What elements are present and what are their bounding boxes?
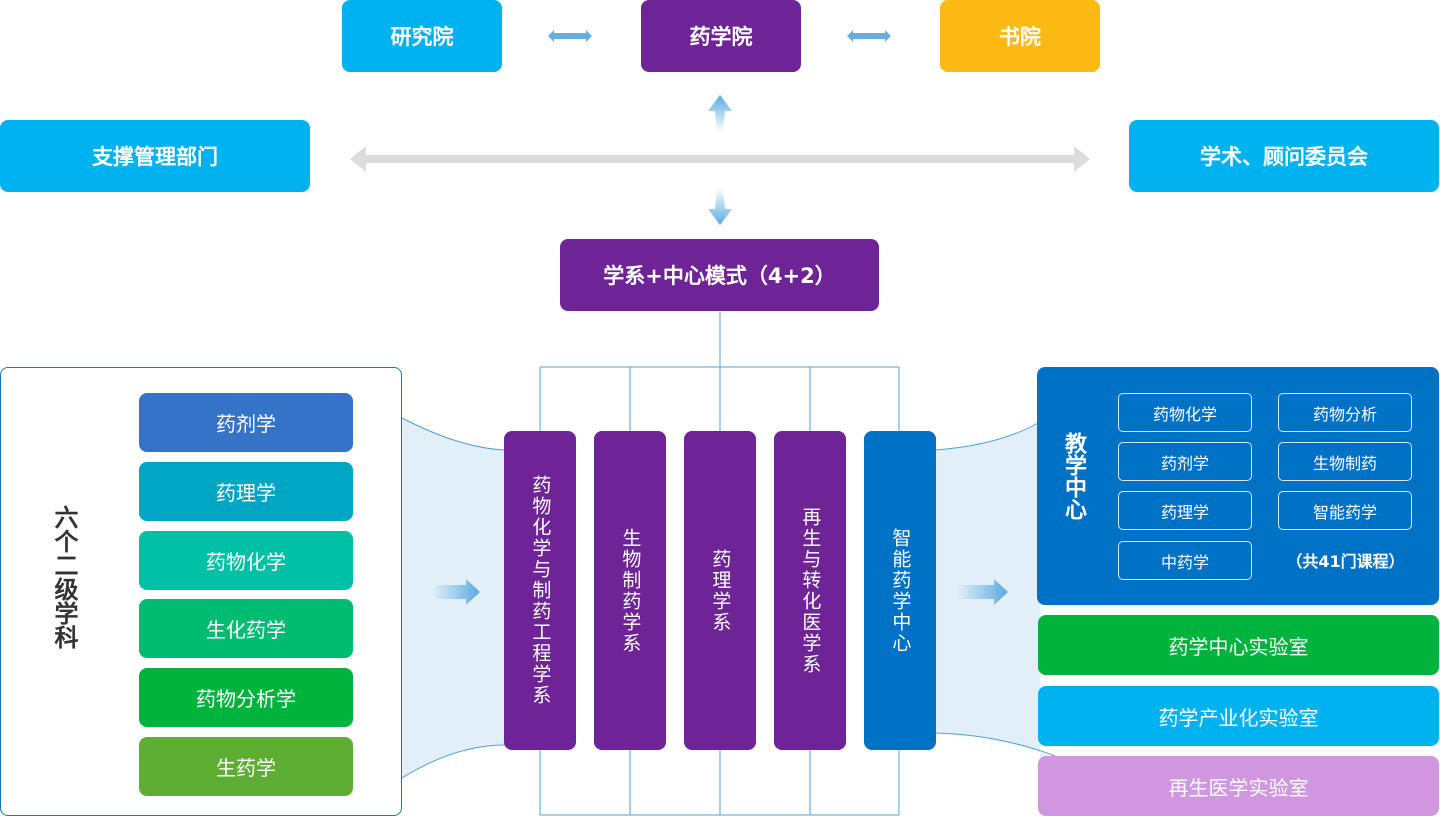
department-connectors [539, 312, 900, 816]
course-item[interactable]: 生物制药 [1278, 442, 1412, 481]
lab-label: 药学产业化实验室 [1158, 705, 1319, 730]
department-item[interactable]: 药理学系 [684, 431, 756, 750]
research-institute-label: 研究院 [390, 25, 454, 49]
grey-arrowhead-right [1074, 146, 1090, 172]
left-funnel-top-edge [401, 417, 506, 451]
discipline-label: 药理学 [216, 481, 276, 505]
discipline-item[interactable]: 生药学 [139, 737, 353, 796]
support-management-label: 支撑管理部门 [92, 145, 218, 169]
course-label: 智能药学 [1312, 502, 1377, 522]
lab-label: 药学中心实验室 [1168, 634, 1309, 659]
course-label: 药剂学 [1160, 453, 1209, 473]
double-arrow-right [847, 30, 891, 42]
discipline-label: 药剂学 [216, 412, 276, 436]
arrow-down [708, 188, 732, 225]
course-item[interactable]: 药理学 [1118, 491, 1252, 530]
discipline-label: 生化药学 [206, 618, 286, 642]
right-funnel-bottom-edge [935, 732, 1056, 757]
course-item[interactable]: 智能药学 [1278, 491, 1412, 530]
course-item[interactable]: 中药学 [1118, 541, 1252, 580]
pharmacy-school-box[interactable]: 药学院 [641, 0, 801, 72]
model-box[interactable]: 学系+中心模式（4+2） [560, 239, 879, 311]
course-item[interactable]: 药物化学 [1118, 393, 1252, 432]
course-label: 药物化学 [1152, 404, 1217, 424]
academic-advisory-box[interactable]: 学术、顾问委员会 [1129, 120, 1439, 192]
department-label: 药物化学与制药工程学系 [529, 475, 552, 706]
lab-item[interactable]: 药学产业化实验室 [1038, 686, 1439, 746]
course-item[interactable]: 药物分析 [1278, 393, 1412, 432]
academy-label: 书院 [999, 25, 1041, 49]
grey-arrowhead-left [350, 146, 366, 172]
model-label: 学系+中心模式（4+2） [603, 264, 836, 288]
discipline-item[interactable]: 生化药学 [139, 599, 353, 658]
pharmacy-school-label: 药学院 [689, 25, 753, 49]
arrow-up [708, 95, 732, 132]
course-label: 药物分析 [1312, 404, 1377, 424]
flow-arrow-left [432, 579, 480, 605]
course-label: 中药学 [1160, 552, 1209, 572]
double-arrow-left [548, 30, 592, 42]
lab-item[interactable]: 再生医学实验室 [1038, 756, 1439, 816]
teaching-center-title: 教学中心 [1061, 432, 1086, 520]
department-label: 药理学系 [709, 548, 732, 633]
right-funnel-top-edge [935, 421, 1041, 451]
grey-connector-bar [364, 155, 1076, 163]
course-label: 药理学 [1160, 502, 1209, 522]
support-management-box[interactable]: 支撑管理部门 [0, 120, 310, 192]
discipline-label: 生药学 [216, 756, 276, 780]
left-funnel-bottom-edge [401, 744, 506, 779]
discipline-item[interactable]: 药理学 [139, 462, 353, 521]
course-count-note: （共41门课程） [1286, 552, 1405, 571]
lab-item[interactable]: 药学中心实验室 [1038, 615, 1439, 675]
academy-box[interactable]: 书院 [940, 0, 1100, 72]
discipline-label: 药物分析学 [196, 687, 296, 711]
department-label: 再生与转化医学系 [799, 506, 822, 675]
research-institute-box[interactable]: 研究院 [342, 0, 502, 72]
department-label: 智能药学中心 [889, 527, 912, 654]
department-item[interactable]: 智能药学中心 [864, 431, 936, 750]
department-item[interactable]: 药物化学与制药工程学系 [504, 431, 576, 750]
disciplines-title: 六个二级学科 [50, 505, 78, 649]
discipline-item[interactable]: 药物化学 [139, 531, 353, 590]
discipline-item[interactable]: 药剂学 [139, 393, 353, 452]
discipline-item[interactable]: 药物分析学 [139, 668, 353, 727]
lab-label: 再生医学实验室 [1168, 775, 1309, 800]
academic-advisory-label: 学术、顾问委员会 [1200, 145, 1368, 169]
department-item[interactable]: 再生与转化医学系 [774, 431, 846, 750]
course-label: 生物制药 [1312, 453, 1377, 473]
course-item[interactable]: 药剂学 [1118, 442, 1252, 481]
discipline-label: 药物化学 [206, 550, 286, 574]
flow-arrow-right [958, 579, 1008, 605]
department-label: 生物制药学系 [619, 527, 642, 654]
department-item[interactable]: 生物制药学系 [594, 431, 666, 750]
teaching-center-panel[interactable] [1037, 367, 1439, 605]
